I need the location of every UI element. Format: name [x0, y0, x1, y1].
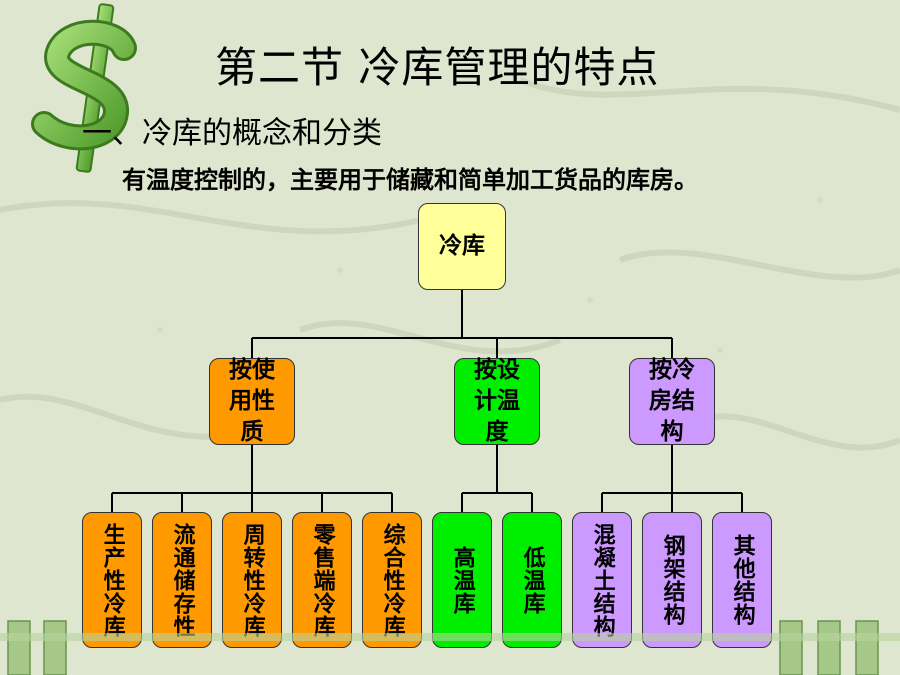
leaf-node: 周转性冷库 — [222, 512, 282, 648]
leaf-label: 混凝土结构 — [589, 522, 615, 638]
leaf-label: 高温库 — [449, 545, 475, 615]
leaf-label: 钢架结构 — [659, 534, 685, 626]
category-node-structure: 按冷房结构 — [629, 356, 715, 446]
leaf-label: 低温库 — [519, 545, 545, 615]
leaf-node: 综合性冷库 — [362, 512, 422, 648]
section-subtitle: 一、冷库的概念和分类 — [82, 116, 382, 151]
dollar-sign-icon — [31, 3, 137, 173]
description-text: 有温度控制的，主要用于储藏和简单加工货品的库房。 — [122, 166, 698, 194]
category-label: 按冷房结构 — [649, 356, 695, 446]
category-node-temperature: 按设计温度 — [454, 356, 540, 446]
leaf-label: 周转性冷库 — [239, 522, 265, 638]
leaf-node: 流通储存性 — [152, 512, 212, 648]
slide-title: 第二节 冷库管理的特点 — [215, 43, 660, 92]
leaf-node: 混凝土结构 — [572, 512, 632, 648]
decorative-fence — [0, 620, 900, 675]
leaf-label: 综合性冷库 — [379, 522, 405, 638]
leaf-label: 流通储存性 — [169, 522, 195, 638]
leaf-node: 低温库 — [502, 512, 562, 648]
category-node-usage: 按使用性质 — [209, 356, 295, 446]
root-node-label: 冷库 — [439, 232, 485, 259]
leaf-node: 高温库 — [432, 512, 492, 648]
leaf-node: 钢架结构 — [642, 512, 702, 648]
leaf-node: 零售端冷库 — [292, 512, 352, 648]
category-label: 按设计温度 — [474, 356, 520, 446]
leaf-label: 生产性冷库 — [99, 522, 125, 638]
leaf-label: 其他结构 — [729, 534, 755, 626]
leaf-label: 零售端冷库 — [309, 522, 335, 638]
leaf-node: 其他结构 — [712, 512, 772, 648]
leaf-node: 生产性冷库 — [82, 512, 142, 648]
root-node: 冷库 — [418, 203, 506, 290]
category-label: 按使用性质 — [229, 356, 275, 446]
